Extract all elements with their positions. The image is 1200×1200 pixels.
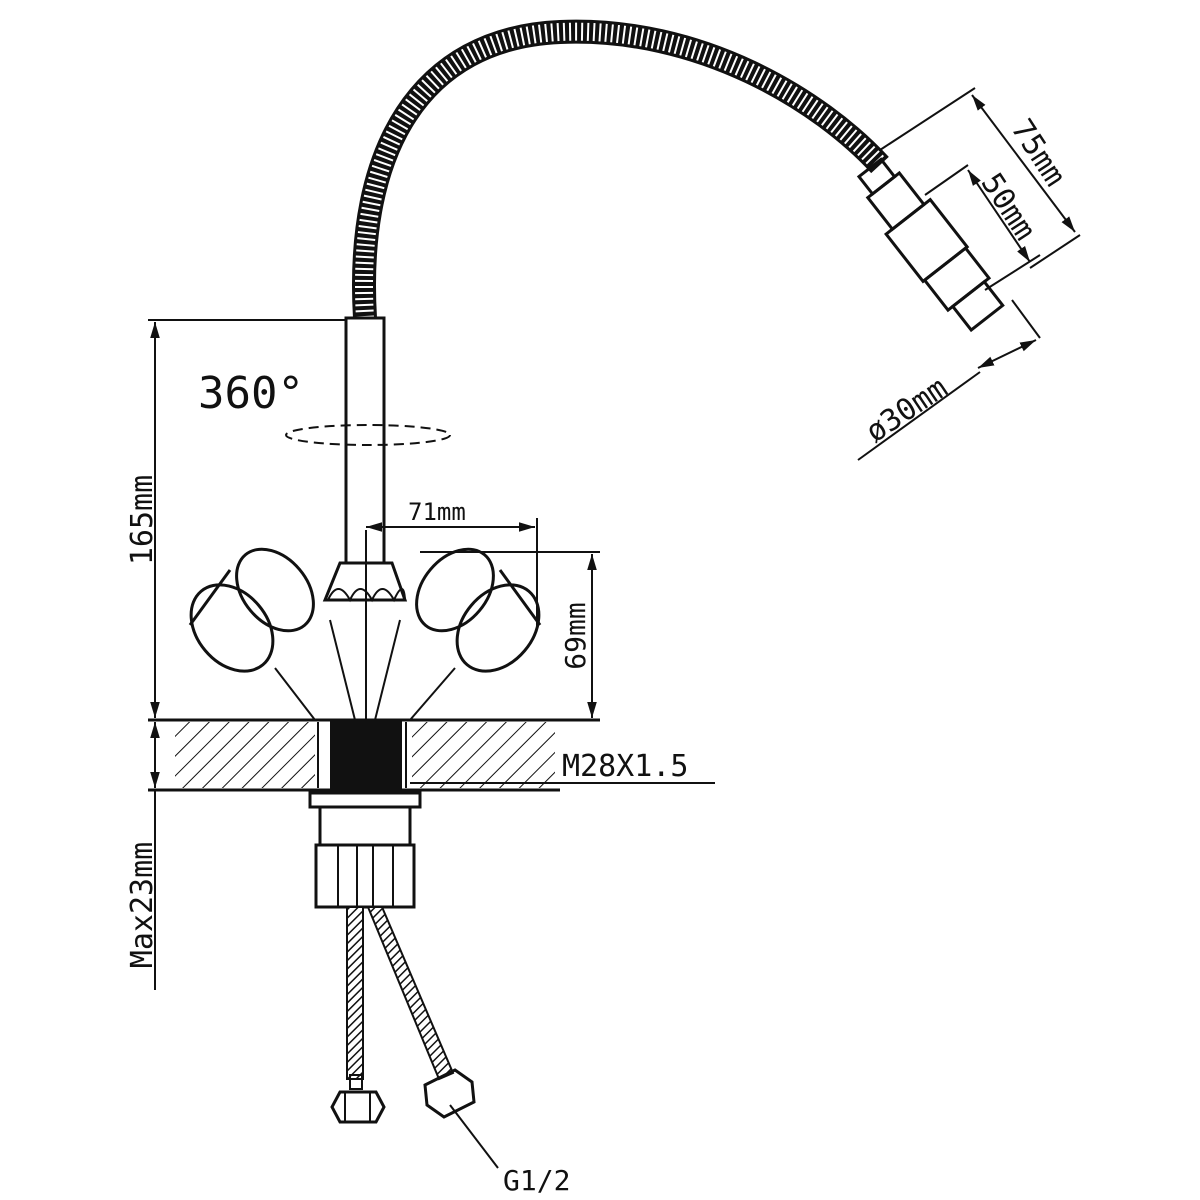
left-hex-nut xyxy=(330,1090,386,1124)
right-hex-nut xyxy=(423,1068,476,1119)
rotation-label: 360° xyxy=(198,368,304,419)
flexible-hose xyxy=(352,19,889,319)
right-handle xyxy=(374,547,542,721)
connection-label: G1/2 xyxy=(503,1164,570,1197)
mounting-nut xyxy=(308,791,422,909)
max-thickness-label: Max23mm xyxy=(125,842,160,968)
countertop-section xyxy=(148,718,600,792)
threaded-shank xyxy=(330,720,402,790)
left-handle xyxy=(188,547,356,721)
height-total-label: 165mm xyxy=(125,475,160,565)
dimension-lines xyxy=(148,87,1081,1169)
head-diameter-label: ø30mm xyxy=(859,370,953,450)
head-length-label: 75mm xyxy=(1004,113,1073,193)
head-body-length-label: 50mm xyxy=(974,167,1043,247)
faucet-stem xyxy=(322,316,408,720)
handle-height-label: 69mm xyxy=(559,602,592,669)
thread-label: M28X1.5 xyxy=(562,749,688,784)
handle-span-label: 71mm xyxy=(408,498,466,526)
supply-hoses xyxy=(330,906,476,1124)
spray-head xyxy=(856,157,1005,333)
